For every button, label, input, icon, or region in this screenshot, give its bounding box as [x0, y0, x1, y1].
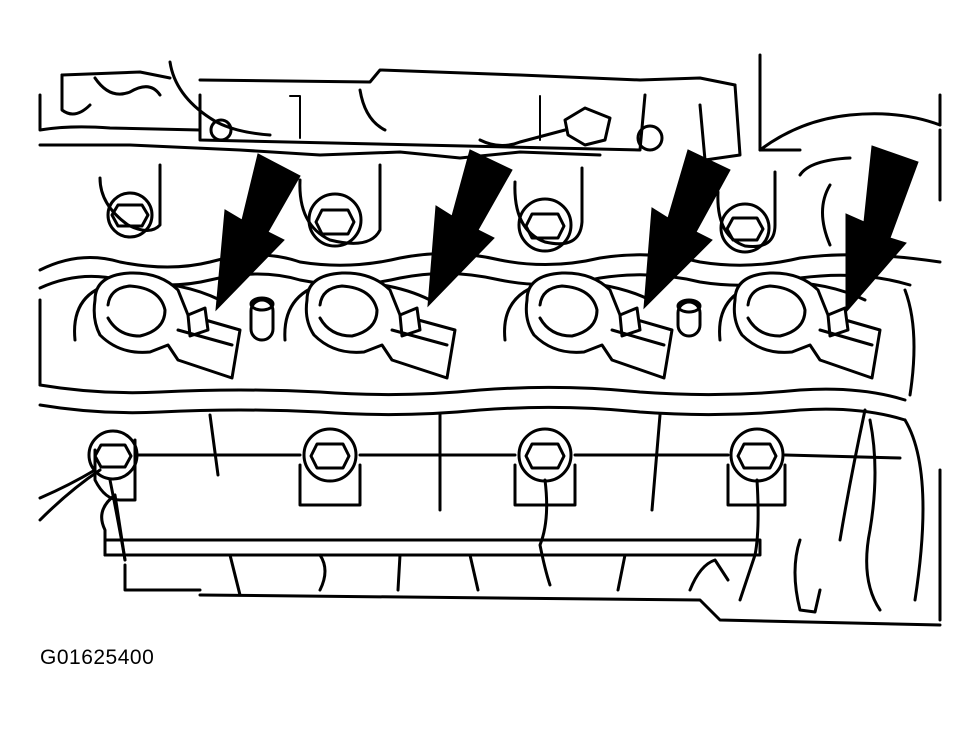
- valve-cover: [38, 251, 942, 422]
- ignition-coil-1: [92, 271, 242, 380]
- figure-id-label: G01625400: [40, 646, 155, 669]
- arrow-icon-4: [845, 145, 919, 314]
- ignition-coil-4: [732, 271, 882, 380]
- arrow-icon-3: [643, 149, 731, 310]
- upper-bolts: [98, 128, 942, 254]
- ignition-coil-2: [304, 271, 457, 380]
- arrow-icon-1: [215, 153, 301, 312]
- lower-harness: [38, 408, 942, 627]
- upper-harness: [38, 53, 942, 162]
- lower-bolts: [87, 427, 787, 507]
- arrow-icon-2: [427, 149, 513, 308]
- ignition-coil-3: [524, 271, 674, 380]
